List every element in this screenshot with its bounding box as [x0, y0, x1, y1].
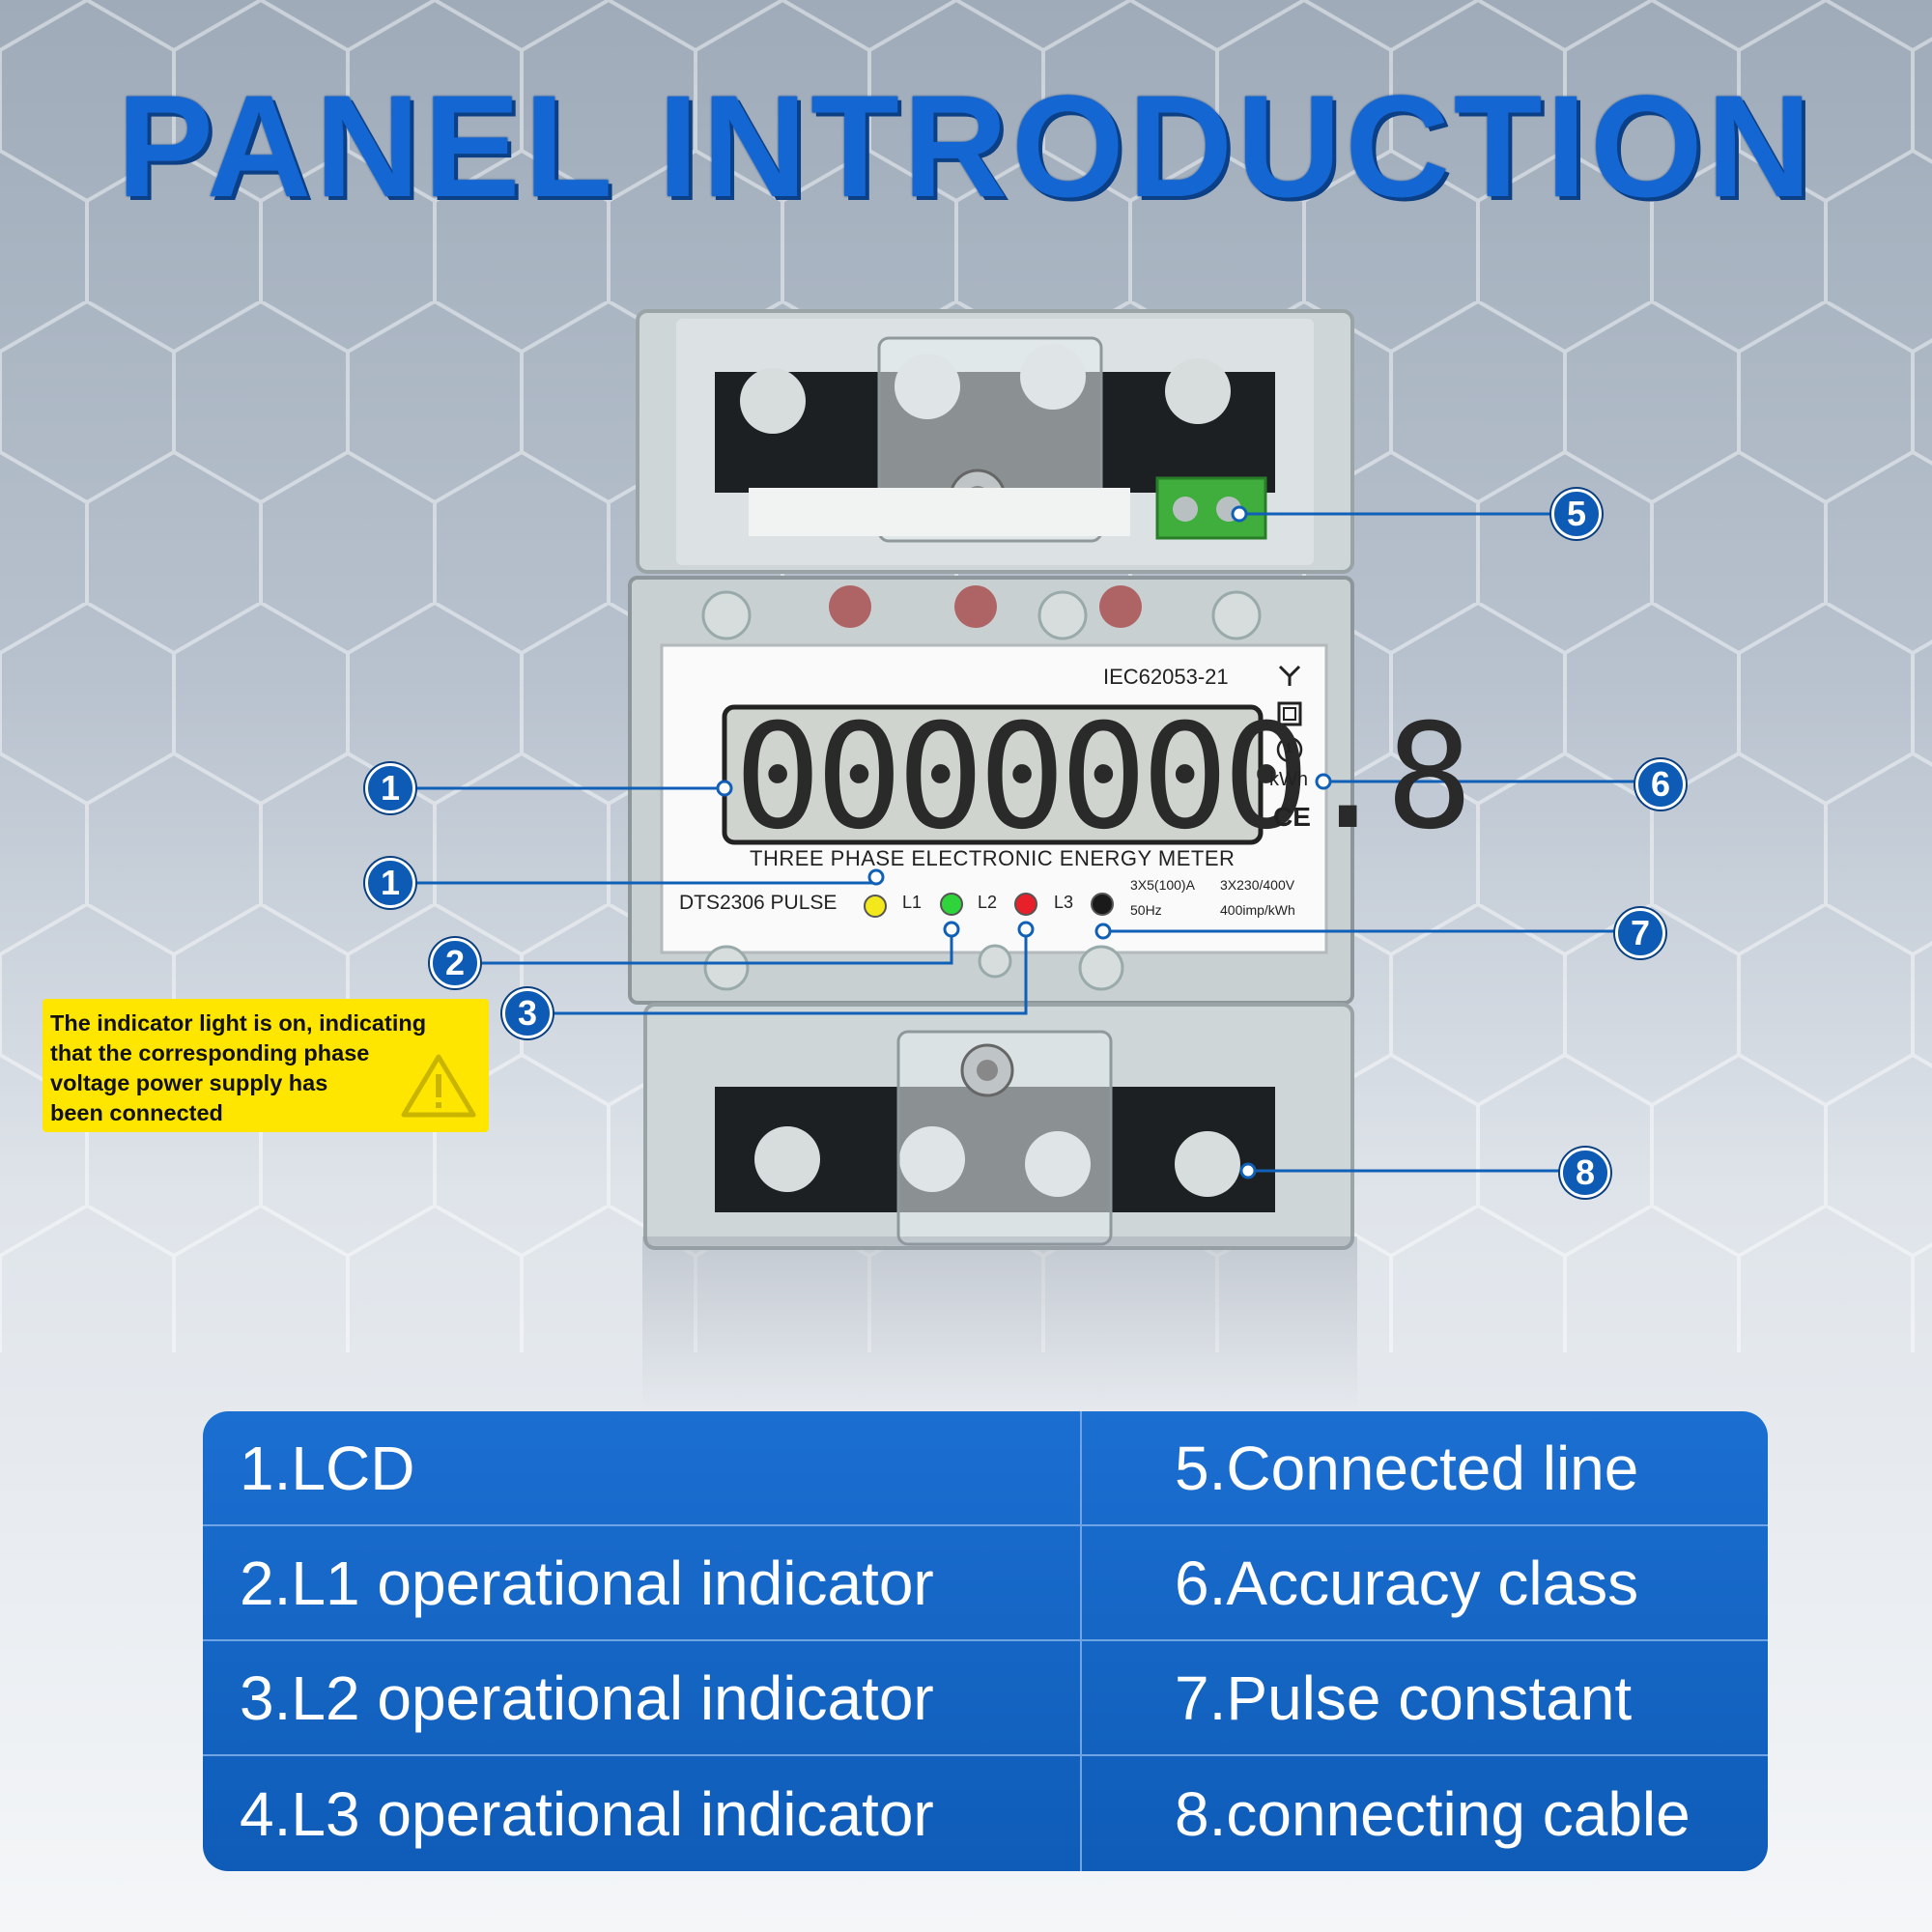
page-title: PANEL INTRODUCTION — [116, 65, 1816, 227]
warning-line-3: voltage power supply has — [50, 1070, 328, 1095]
l3-label: L3 — [1054, 893, 1074, 912]
ce-mark: CE — [1273, 802, 1311, 832]
warning-line-1: The indicator light is on, indicating — [50, 1010, 427, 1036]
meter-reflection — [642, 1236, 1357, 1410]
model-pulse-label: DTS2306 PULSE — [679, 892, 838, 914]
accuracy-class-icon: 1 — [1285, 740, 1293, 755]
legend-table: 1.LCD 5.Connected line 2.L1 operational … — [203, 1411, 1768, 1871]
marker-7: 7 — [1615, 908, 1665, 958]
pulse-constant-label: 400imp/kWh — [1220, 902, 1295, 918]
legend-item: 7.Pulse constant — [1082, 1641, 1768, 1756]
warning-triangle-icon — [401, 1054, 476, 1118]
unit-label: kWh — [1269, 769, 1308, 790]
frequency-label: 50Hz — [1130, 902, 1162, 918]
l2-label: L2 — [978, 893, 998, 912]
standard-label: IEC62053-21 — [1103, 665, 1229, 689]
legend-item: 1.LCD — [203, 1411, 1082, 1526]
warning-line-2: that the corresponding phase — [50, 1040, 370, 1065]
warning-note: The indicator light is on, indicating th… — [43, 999, 489, 1132]
marker-6: 6 — [1635, 759, 1686, 810]
legend-item: 5.Connected line — [1082, 1411, 1768, 1526]
legend-item: 3.L2 operational indicator — [203, 1641, 1082, 1756]
legend-item: 4.L3 operational indicator — [203, 1756, 1082, 1871]
marker-2: 2 — [430, 938, 480, 988]
meter-name: THREE PHASE ELECTRONIC ENERGY METER — [750, 846, 1236, 870]
warning-line-4: been connected — [50, 1100, 223, 1125]
marker-1-pulse: 1 — [365, 858, 415, 908]
lcd-display: 0000000.8 — [734, 694, 1473, 862]
marker-1-lcd: 1 — [365, 763, 415, 813]
current-rating: 3X5(100)A — [1130, 877, 1195, 893]
legend-item: 8.connecting cable — [1175, 1778, 1690, 1849]
marker-8: 8 — [1560, 1148, 1610, 1198]
voltage-rating: 3X230/400V — [1220, 877, 1295, 893]
marker-3: 3 — [502, 988, 553, 1038]
legend-item: 2.L1 operational indicator — [203, 1526, 1082, 1641]
legend-item: 6.Accuracy class — [1082, 1526, 1768, 1641]
marker-5: 5 — [1551, 489, 1602, 539]
l1-label: L1 — [902, 893, 923, 912]
